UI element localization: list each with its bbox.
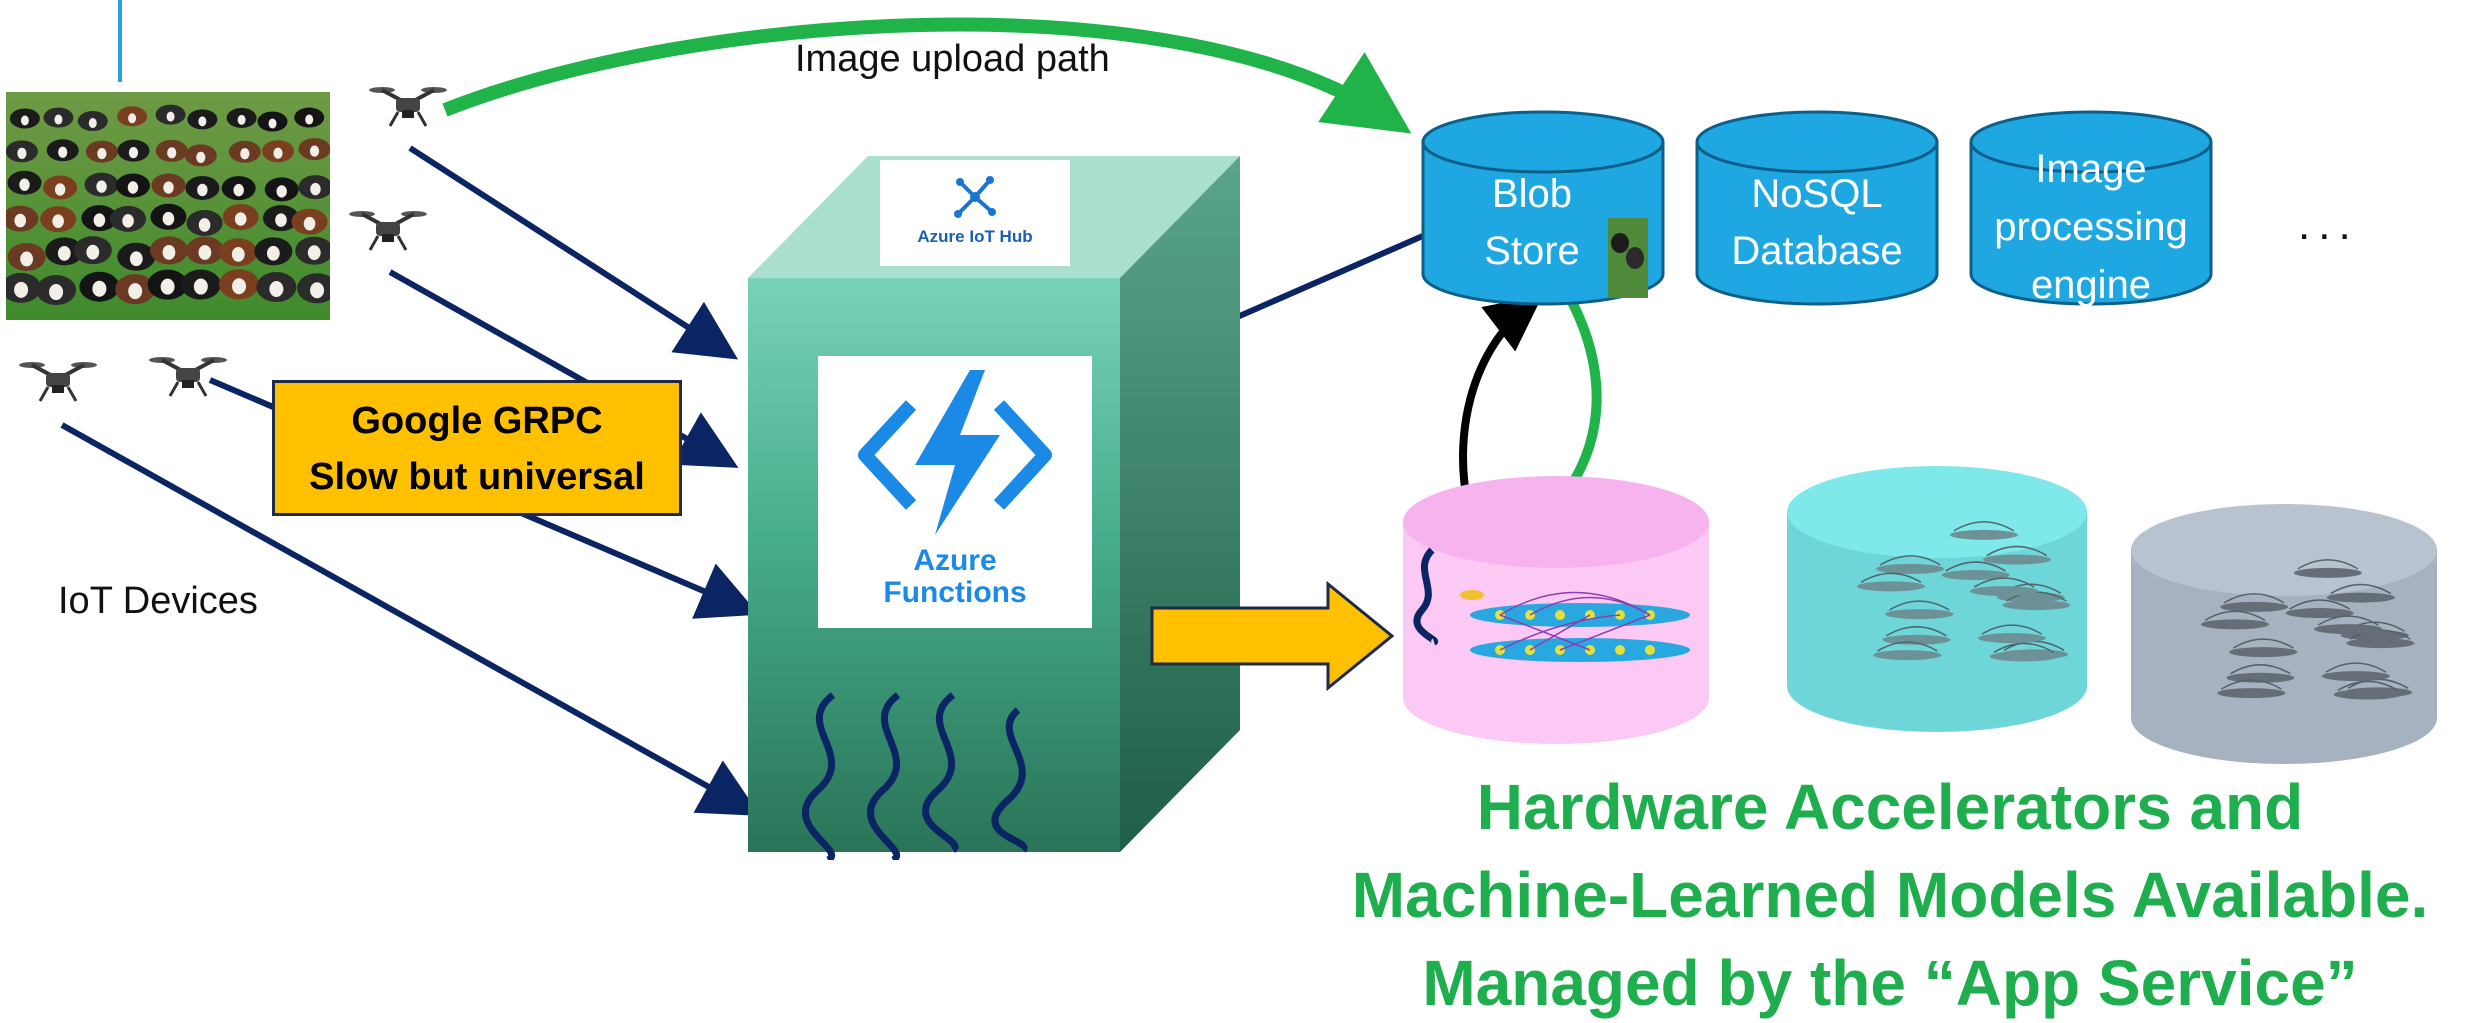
nosql-line1: NoSQL [1751, 172, 1883, 216]
functions-line1: Azure [913, 544, 997, 577]
ellipsis-label: ... [2298, 200, 2359, 249]
iot-devices-label: IoT Devices [58, 580, 258, 622]
drone-link-1 [408, 145, 739, 360]
azure-functions-tile: Azure Functions [818, 356, 1092, 628]
engine-line3: engine [2030, 263, 2152, 307]
drone-link-4 [60, 422, 761, 816]
blob-store-label: Blob Store [1432, 166, 1632, 280]
blob-to-functions-link [1233, 232, 1427, 321]
lightning-bolt-icon [858, 370, 1052, 535]
headline-line1: Hardware Accelerators and [1476, 771, 2304, 843]
headline-line3: Managed by the “App Service” [1422, 947, 2358, 1019]
upload-path-label: Image upload path [795, 38, 1110, 80]
cattle-photo [6, 92, 330, 320]
output-block-arrow [1150, 580, 1395, 692]
accelerator-pink-cylinder [1403, 476, 1709, 744]
grpc-line1: Google GRPC [351, 400, 603, 442]
drone-icon [368, 85, 448, 128]
iot-hub-tile: Azure IoT Hub [880, 160, 1070, 266]
engine-line1: Image [2035, 147, 2147, 191]
headline-line2: Machine-Learned Models Available. [1351, 859, 2429, 931]
iot-hub-label: Azure IoT Hub [917, 227, 1033, 246]
nosql-cylinder [1695, 110, 1939, 306]
grpc-line2: Slow but universal [309, 456, 645, 498]
nosql-line2: Database [1731, 229, 1903, 273]
grpc-callout: Google GRPC Slow but universal [272, 380, 682, 516]
blob-line2: Store [1484, 229, 1580, 273]
engine-line2: processing [1994, 205, 2188, 249]
functions-line2: Functions [883, 576, 1027, 609]
accelerator-teal-cylinder [1787, 466, 2087, 732]
image-engine-label: Image processing engine [1968, 140, 2214, 314]
blob-line1: Blob [1491, 172, 1573, 216]
image-engine-cylinder [1969, 110, 2213, 306]
accelerator-gray-cylinder [2131, 504, 2437, 764]
blob-store-cylinder [1421, 110, 1665, 306]
image-upload-arrow [442, 17, 1412, 134]
accent-line [118, 0, 122, 82]
iot-hub-icon [954, 176, 996, 218]
drone-icon [348, 209, 428, 252]
nosql-label: NoSQL Database [1694, 166, 1940, 280]
drone-icon [18, 360, 98, 403]
drone-icon [148, 355, 228, 398]
